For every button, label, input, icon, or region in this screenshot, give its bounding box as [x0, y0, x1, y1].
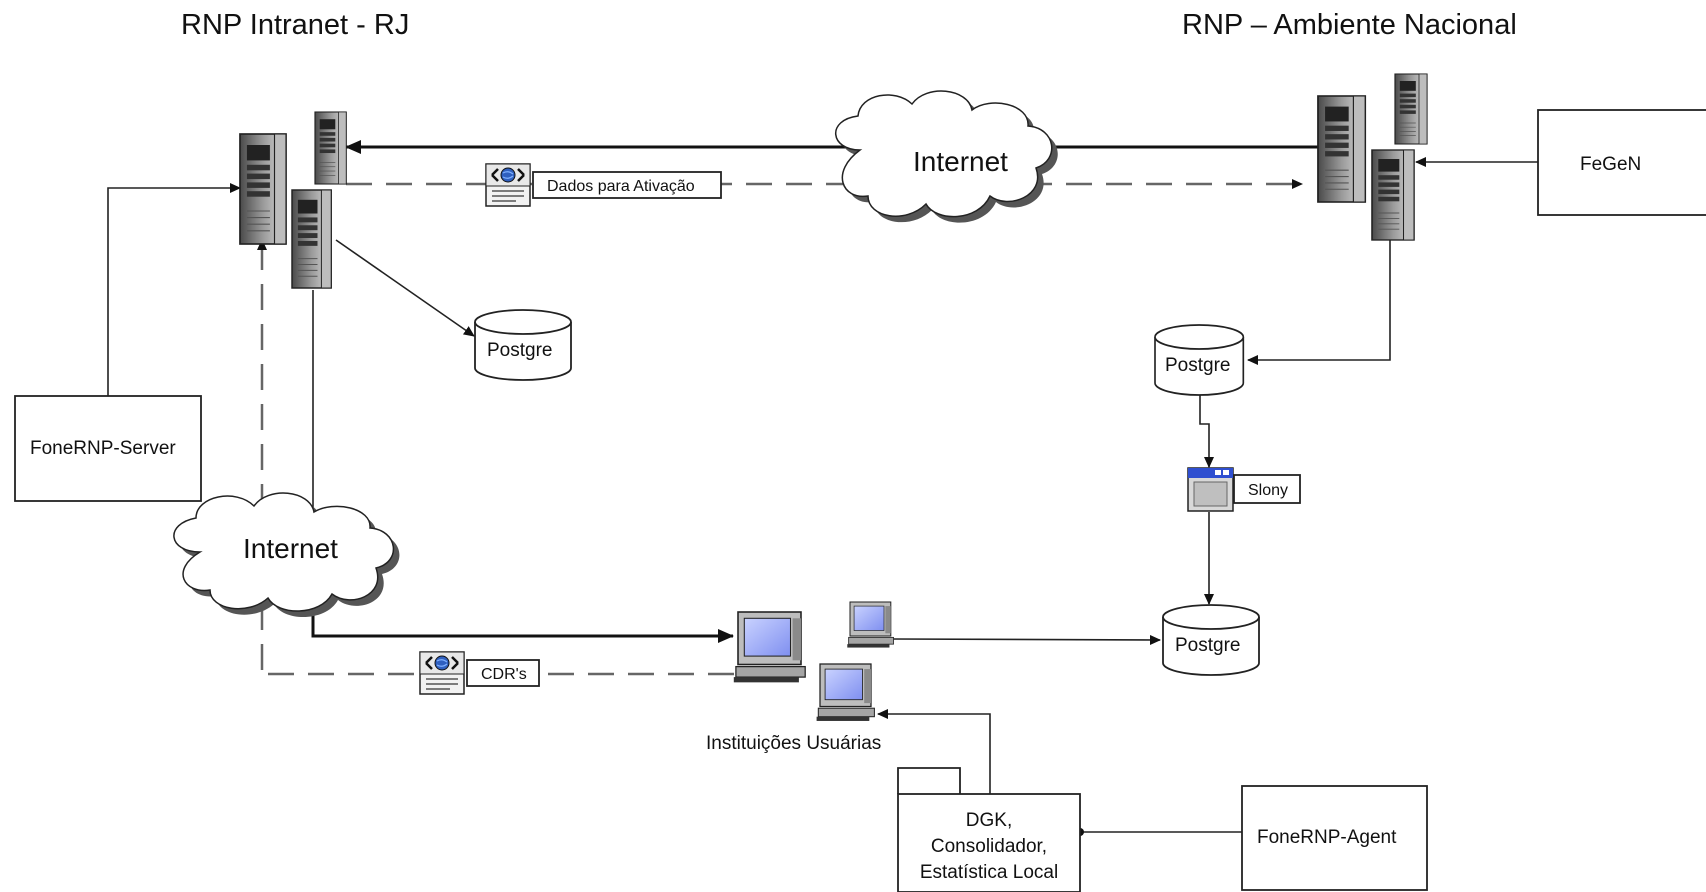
- slony-process: Slony: [1187, 467, 1301, 512]
- window-icon: [1187, 467, 1234, 512]
- title-left: RNP Intranet - RJ: [181, 9, 409, 41]
- link-package-to-workstation: [877, 709, 991, 794]
- link-postgre-to-slony: [1199, 395, 1214, 468]
- package-line-1: DGK,: [966, 810, 1012, 831]
- package-icon: [897, 767, 961, 794]
- fegen-box: FeGeN: [1537, 109, 1706, 216]
- link-server-to-left-server: [107, 183, 241, 396]
- workstation-icon: [733, 611, 806, 684]
- postgre-right-bottom-label: Postgre: [1175, 635, 1240, 656]
- fonernp-server-box: FoneRNP-Server: [14, 395, 202, 502]
- activation-message: Dados para Ativação: [484, 162, 722, 208]
- cloud-top-label: Internet: [913, 146, 1008, 177]
- slony-label: Slony: [1248, 482, 1288, 499]
- document-icon: [484, 162, 532, 208]
- cdrs-label: CDR's: [481, 666, 527, 683]
- link-workstation-to-postgre: [891, 634, 1161, 645]
- server-icon: [1317, 95, 1367, 203]
- package-line-2: Consolidador,: [931, 836, 1047, 857]
- activation-label: Dados para Ativação: [547, 178, 695, 195]
- fegen-label: FeGeN: [1580, 154, 1641, 175]
- postgre-left-label: Postgre: [487, 340, 552, 361]
- fonernp-agent-label: FoneRNP-Agent: [1257, 827, 1397, 848]
- title-right: RNP – Ambiente Nacional: [1182, 9, 1517, 41]
- link-left-server-to-postgre: [335, 239, 475, 337]
- postgre-right-top: Postgre: [1154, 324, 1245, 396]
- document-icon: [418, 650, 466, 696]
- postgre-right-bottom: Postgre: [1162, 604, 1260, 676]
- link-right-server-to-postgre: [1247, 238, 1391, 365]
- postgre-left: Postgre: [474, 309, 572, 381]
- server-icon: [1394, 73, 1428, 145]
- cloud-bottom-label: Internet: [243, 533, 338, 564]
- fonernp-server-label: FoneRNP-Server: [30, 438, 176, 459]
- cloud-internet-top: Internet: [835, 90, 1058, 223]
- fonernp-agent-box: FoneRNP-Agent: [1241, 785, 1428, 891]
- postgre-right-top-label: Postgre: [1165, 355, 1230, 376]
- link-internet-to-institutions: [311, 595, 734, 643]
- cloud-internet-bottom: Internet: [173, 492, 400, 618]
- local-package: DGK, Consolidador, Estatística Local: [897, 767, 1081, 892]
- institutions-label: Instituições Usuárias: [706, 733, 881, 754]
- server-icon: [239, 133, 287, 245]
- workstation-icon: [846, 601, 895, 649]
- server-icon: [314, 111, 347, 185]
- workstation-icon: [815, 663, 876, 722]
- server-icon: [291, 189, 332, 289]
- server-icon: [1371, 149, 1415, 241]
- cdrs-message: CDR's: [418, 650, 540, 696]
- package-line-3: Estatística Local: [920, 862, 1058, 883]
